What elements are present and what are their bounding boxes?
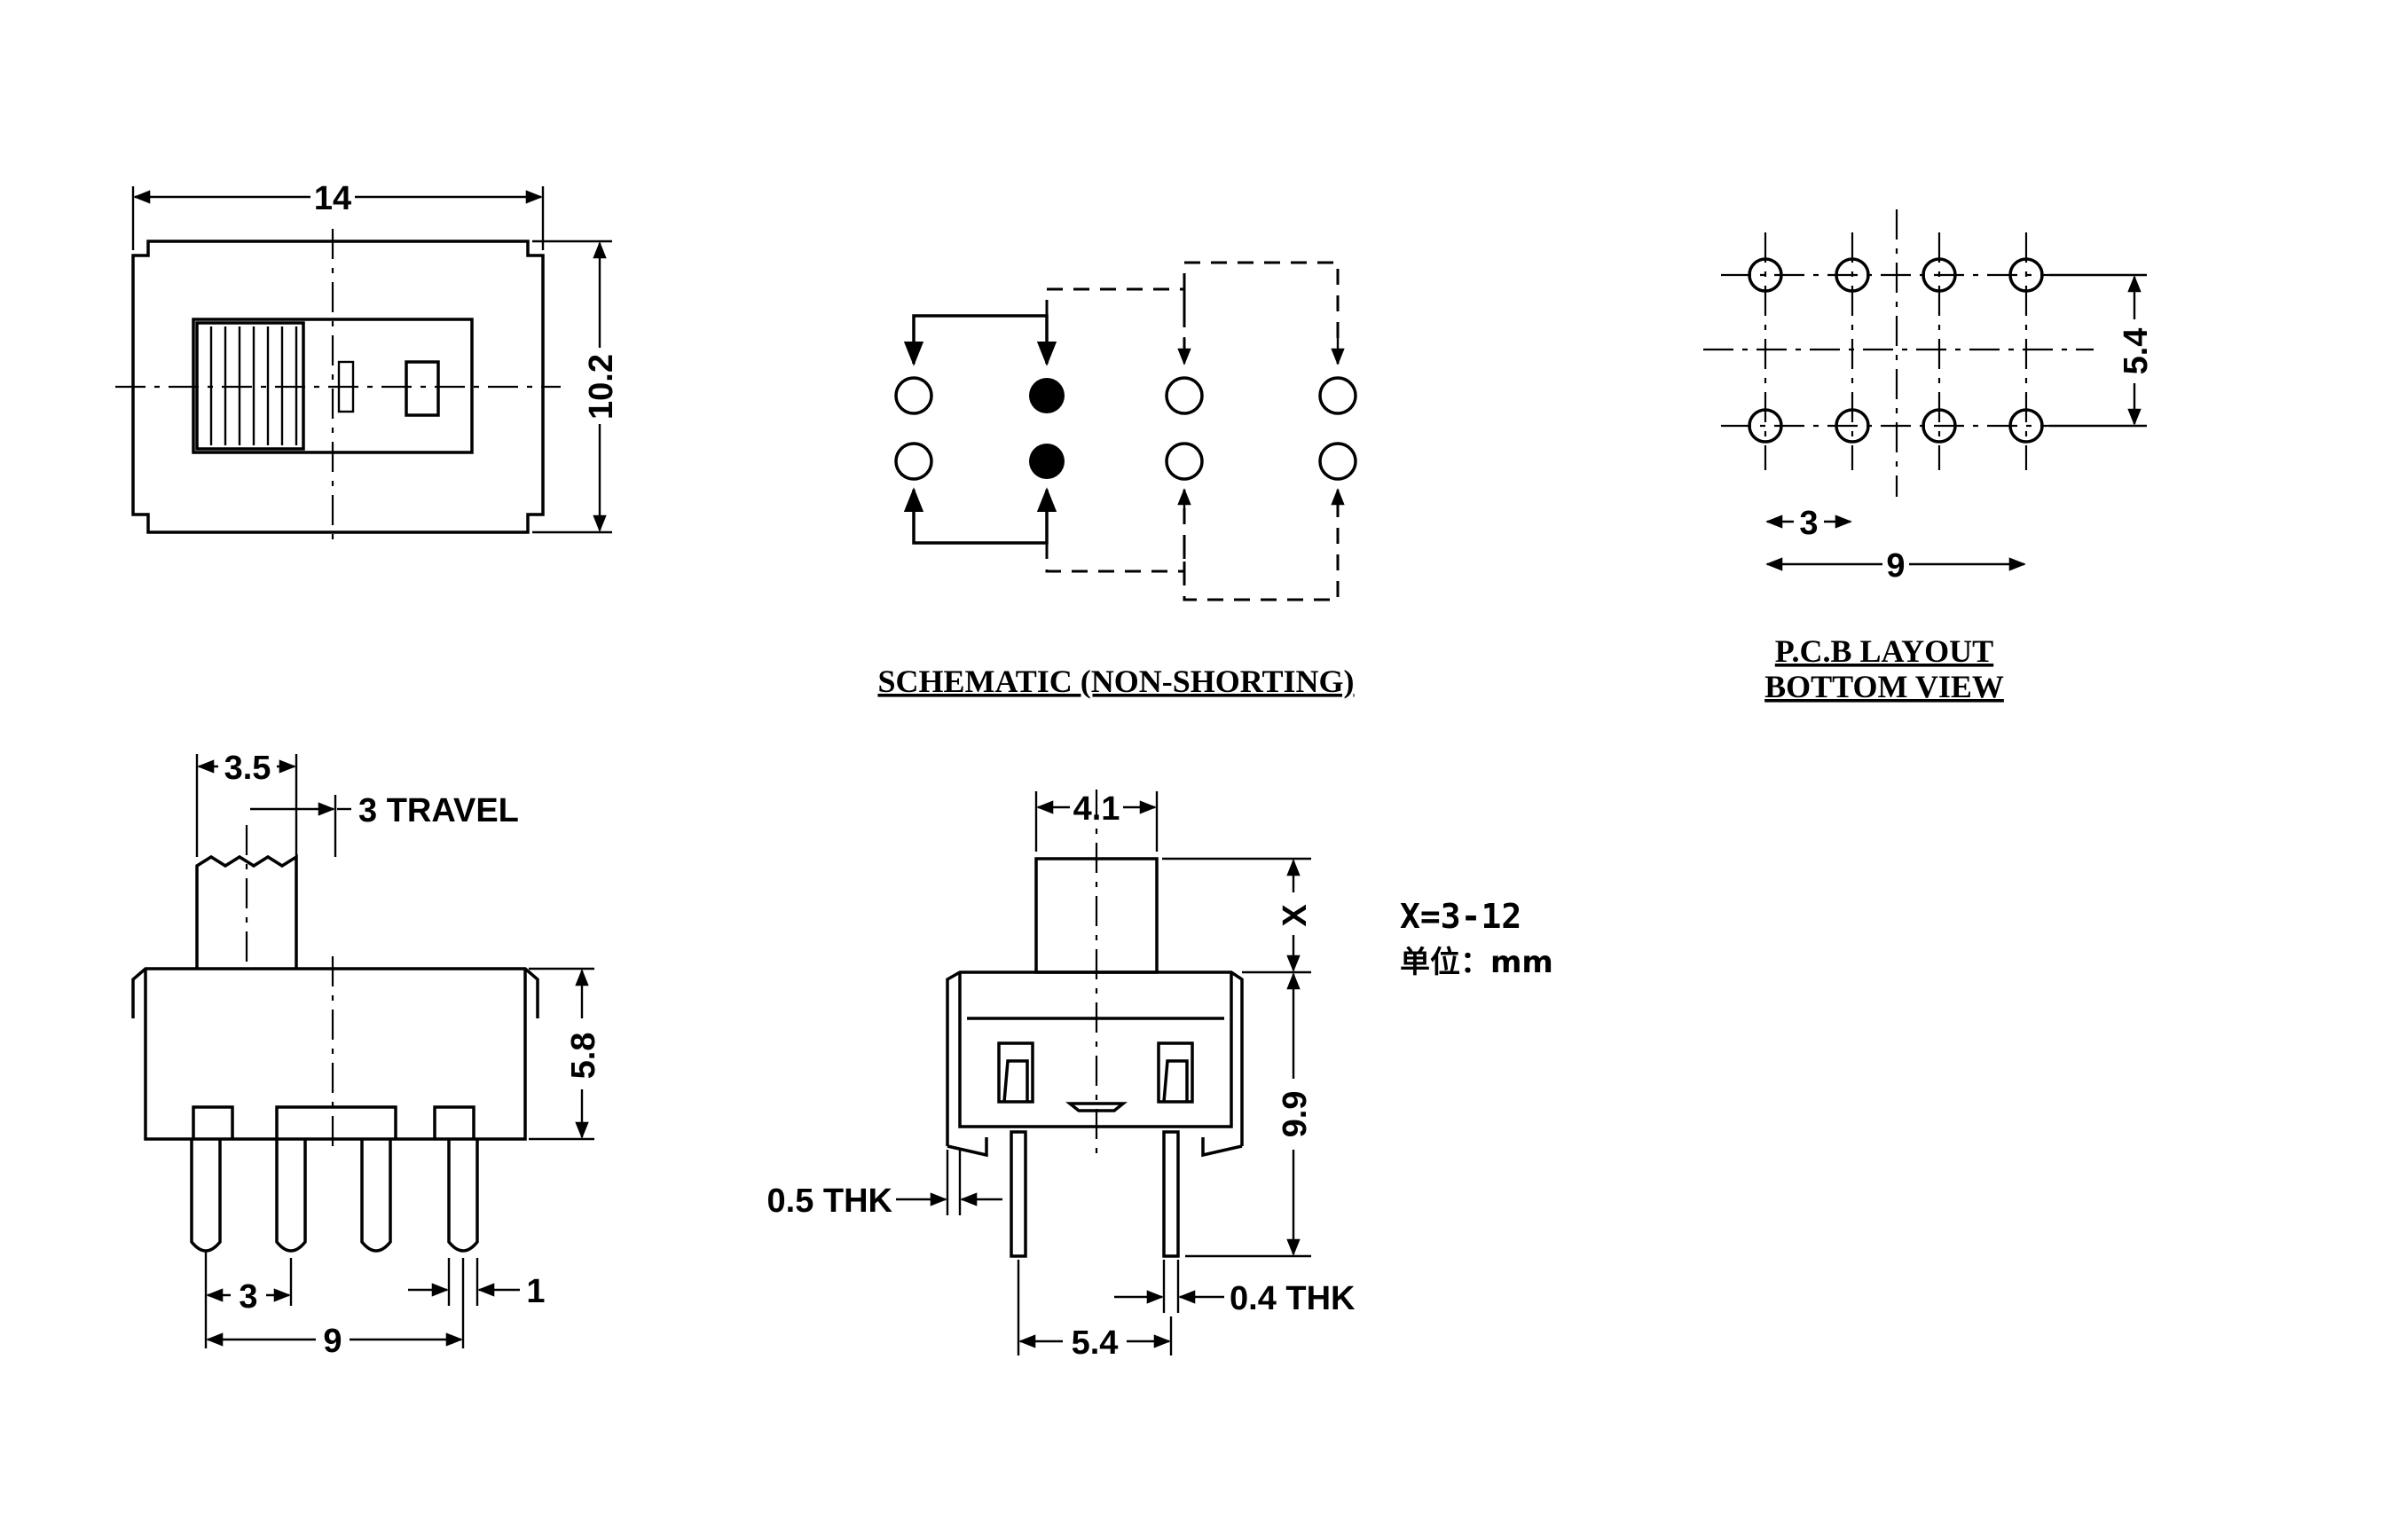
contact-4-top (1318, 376, 1357, 415)
contact-2-top-common (1029, 378, 1065, 413)
slider-slot (405, 360, 440, 417)
top-view-height-label: 10.2 (583, 354, 620, 420)
end-view-contacts (997, 1041, 1194, 1112)
pcb-layout: 5.4 3 9 P.C.B LAYOUT BOTTOM VIEW (1703, 209, 2155, 704)
side-view-pin-span-label: 9 (323, 1323, 342, 1360)
contact-1-bottom (894, 442, 933, 481)
pcb-caption-line1: P.C.B LAYOUT (1775, 633, 1993, 669)
contact-1-top (894, 376, 933, 415)
end-view-total-height-label: 9.9 (1277, 1091, 1314, 1138)
side-view-body-height-label: 5.8 (565, 1033, 602, 1080)
end-view-actuator-width-label: 4.1 (1073, 790, 1120, 828)
end-view-frame (946, 970, 1244, 1146)
pcb-holes (1748, 257, 2044, 444)
schematic-solid-loop-bottom (903, 487, 1057, 545)
schematic: SCHEMATIC (NON-SHORTING) (877, 261, 1357, 699)
side-view-travel-label: 3 TRAVEL (358, 792, 519, 829)
schematic-dashed-loop-2-bottom (1183, 490, 1340, 601)
notes: X=3-12 单位：mm (1400, 897, 1553, 980)
schematic-dashed-loop-2-top (1183, 261, 1340, 364)
top-view-body (131, 240, 545, 534)
side-view-pins (190, 1105, 479, 1253)
pcb-pitch-label: 3 (1799, 505, 1818, 542)
contact-3-bottom (1165, 442, 1204, 481)
top-view: 14 10.2 (115, 180, 620, 545)
unit-note: 单位：mm (1400, 945, 1553, 980)
contact-2-bottom-common (1029, 444, 1065, 479)
side-view-actuator-width-label: 3.5 (224, 750, 271, 787)
end-view-pin-spacing-label: 5.4 (1072, 1324, 1119, 1362)
contact-4-bottom (1318, 442, 1357, 481)
side-view: 3.5 3 TRAVEL 5.8 3 9 1 (131, 750, 602, 1360)
end-view-actuator-height-label: X (1277, 904, 1314, 927)
pcb-caption-line2: BOTTOM VIEW (1764, 669, 2004, 704)
pcb-row-spacing-label: 5.4 (2118, 328, 2155, 375)
side-view-pin-width-label: 1 (526, 1273, 545, 1310)
schematic-dashed-loop-1-bottom (1045, 490, 1186, 573)
end-view-frame-thickness-label: 0.5 THK (767, 1182, 893, 1220)
schematic-solid-loop-top (903, 314, 1057, 366)
schematic-caption: SCHEMATIC (NON-SHORTING) (877, 664, 1354, 699)
x-range-note: X=3-12 (1400, 897, 1521, 936)
side-view-actuator (195, 853, 298, 969)
side-view-pin-pitch-label: 3 (239, 1278, 257, 1316)
pcb-span-label: 9 (1886, 547, 1905, 585)
end-view-pins (1010, 1130, 1180, 1258)
top-view-width-label: 14 (314, 180, 351, 217)
contact-3-top (1165, 376, 1204, 415)
end-view-pin-thickness-label: 0.4 THK (1230, 1280, 1356, 1317)
side-view-body (131, 967, 539, 1141)
end-view: 4.1 X 9.9 0.5 THK 0.4 THK 5.4 (767, 790, 1356, 1362)
schematic-dashed-loop-1-top (1045, 287, 1186, 364)
